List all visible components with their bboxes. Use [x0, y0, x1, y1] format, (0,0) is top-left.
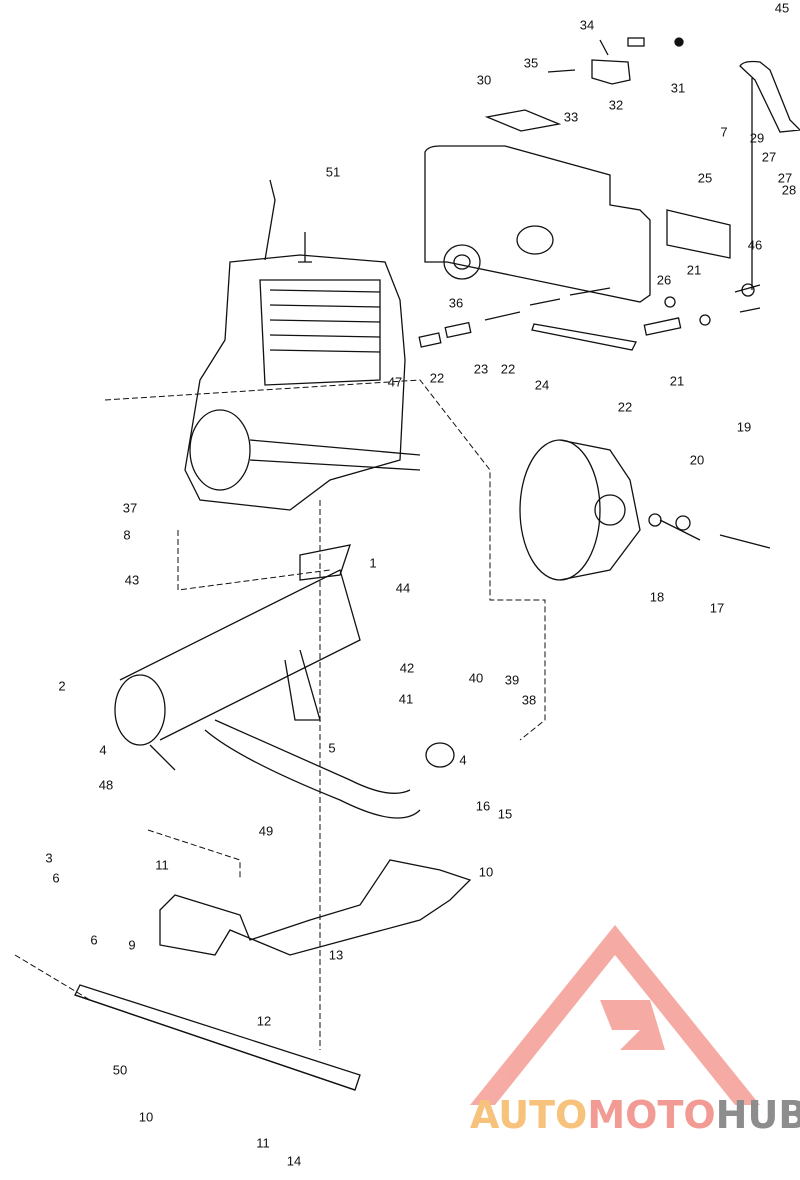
- part-label-12: 12: [256, 1013, 272, 1029]
- part-label-4: 4: [459, 752, 467, 768]
- part-label-13: 13: [328, 947, 344, 963]
- mounting-plates: [74, 859, 472, 1091]
- watermark-hub: HUB: [715, 1093, 800, 1137]
- part-label-41: 41: [398, 691, 414, 707]
- part-label-33: 33: [563, 109, 579, 125]
- fuel-lines: [418, 283, 761, 351]
- part-label-32: 32: [608, 97, 624, 113]
- part-label-20: 20: [689, 452, 705, 468]
- part-label-31: 31: [670, 80, 686, 96]
- bracket: [666, 60, 800, 290]
- part-label-9: 9: [128, 937, 136, 953]
- muffler: [114, 544, 455, 819]
- part-label-51: 51: [325, 164, 341, 180]
- part-label-22: 22: [500, 361, 516, 377]
- part-label-44: 44: [395, 580, 411, 596]
- part-label-10: 10: [478, 864, 494, 880]
- part-label-22: 22: [617, 399, 633, 415]
- center-lines: [14, 379, 546, 1050]
- part-label-50: 50: [112, 1062, 128, 1078]
- part-label-48: 48: [98, 777, 114, 793]
- part-label-6: 6: [52, 870, 60, 886]
- part-label-11: 11: [155, 857, 169, 873]
- part-label-29: 29: [749, 130, 765, 146]
- part-label-21: 21: [669, 373, 685, 389]
- part-label-16: 16: [475, 798, 491, 814]
- part-label-5: 5: [328, 740, 336, 756]
- part-label-7: 7: [720, 124, 728, 140]
- part-label-40: 40: [468, 670, 484, 686]
- part-label-18: 18: [649, 589, 665, 605]
- part-label-11: 11: [256, 1135, 270, 1151]
- part-label-24: 24: [534, 377, 550, 393]
- part-label-14: 14: [286, 1153, 302, 1169]
- watermark-text: AUTOMOTOHUB: [470, 1093, 800, 1137]
- part-label-6: 6: [90, 932, 98, 948]
- part-label-8: 8: [123, 527, 131, 543]
- part-label-43: 43: [124, 572, 140, 588]
- part-label-1: 1: [369, 555, 377, 571]
- part-label-17: 17: [709, 600, 725, 616]
- fuel-tank: [424, 109, 651, 303]
- part-label-21: 21: [686, 262, 702, 278]
- drive-clutch: [519, 439, 771, 581]
- part-label-27: 27: [777, 170, 793, 186]
- part-label-3: 3: [45, 850, 53, 866]
- part-label-38: 38: [521, 692, 537, 708]
- part-label-25: 25: [697, 170, 713, 186]
- part-label-49: 49: [258, 823, 274, 839]
- part-label-15: 15: [497, 806, 513, 822]
- part-label-26: 26: [656, 272, 672, 288]
- part-label-34: 34: [579, 17, 595, 33]
- part-label-47: 47: [387, 374, 403, 390]
- watermark-moto: MOTO: [587, 1093, 716, 1137]
- part-label-4: 4: [99, 742, 107, 758]
- part-label-36: 36: [448, 295, 464, 311]
- part-label-23: 23: [473, 361, 489, 377]
- part-label-28: 28: [781, 182, 797, 198]
- watermark-auto: AUTO: [470, 1093, 588, 1137]
- part-label-10: 10: [138, 1109, 154, 1125]
- part-label-46: 46: [747, 237, 763, 253]
- part-label-22: 22: [429, 370, 445, 386]
- part-label-45: 45: [774, 0, 790, 16]
- ignition-coil: [547, 37, 684, 85]
- part-label-27: 27: [761, 149, 777, 165]
- part-label-2: 2: [58, 678, 66, 694]
- watermark-logo: [470, 925, 760, 1105]
- engine: [184, 179, 421, 511]
- part-label-42: 42: [399, 660, 415, 676]
- part-label-30: 30: [476, 72, 492, 88]
- part-label-35: 35: [523, 55, 539, 71]
- part-label-39: 39: [504, 672, 520, 688]
- part-label-37: 37: [122, 500, 138, 516]
- part-label-19: 19: [736, 419, 752, 435]
